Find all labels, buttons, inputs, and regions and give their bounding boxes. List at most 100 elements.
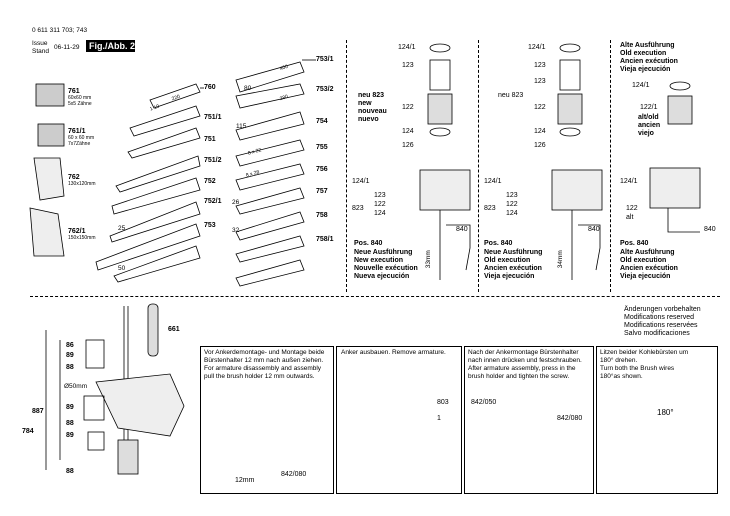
callout-88: 88 [66,468,74,475]
instruction-line: Vor Ankerdemontage- und Montage beide [204,349,325,356]
dim-label: 80 [244,85,252,92]
callout: 126 [534,142,546,149]
callout: 122 [402,104,414,111]
callout: alt [626,214,634,221]
item-761-desc2: 5x5 Zähne [68,101,92,107]
callout: 122/1 [640,104,658,111]
issue-label: Issue [32,40,48,47]
item-761-desc1: 60x60 mm [68,95,92,101]
old-title: Vieja ejecución [620,66,671,73]
label-842-080: 842/080 [281,471,307,478]
item-761-1-number: 761/1 [68,128,86,135]
callout: 124 [402,128,414,135]
panel-line: Vieja ejecución [484,273,535,280]
callout: 122 [534,104,546,111]
callout: nouveau [358,108,387,115]
panel-line: Neue Ausführung [484,249,543,256]
callout: 840 [588,226,600,233]
label-842-080: 842/080 [557,415,583,422]
callout: nuevo [358,116,379,123]
panel-line: Old execution [620,257,667,264]
label-803: 803 [437,399,449,406]
stand-label: Stand [32,48,49,55]
callout: 124/1 [620,178,638,185]
callout: alt/old [638,114,659,121]
callout-88: 88 [66,364,74,371]
dim-label: 50 [118,265,126,272]
callout-86: 86 [66,342,74,349]
chisel-757: 757 [316,188,328,195]
instruction-line: pull the brush holder 12 mm outwards. [204,373,315,380]
callout: 122 [506,201,518,208]
instruction-line: Nach der Ankermontage Bürstenhalter [468,349,579,356]
instruction-line: Litzen beider Kohlebürsten um [600,349,689,356]
callout-887: 887 [32,408,44,415]
callout-661: 661 [168,326,180,333]
item-762-1-number: 762/1 [68,228,86,235]
chisel-758-1: 758/1 [316,236,334,243]
callout: ancien [638,122,661,129]
separator [30,296,720,297]
item-762-1-desc1: 150x150mm [68,235,96,241]
instruction-line: For armature disassembly and assembly [204,365,322,372]
old-title: Ancien exécution [620,58,678,65]
old-title: Alte Ausführung [620,42,675,49]
callout: 124/1 [528,44,546,51]
callout: 123 [374,192,386,199]
callout: 124/1 [352,178,370,185]
callout: 124/1 [484,178,502,185]
chisel-752: 752 [204,178,216,185]
panel-title: Pos. 840 [354,240,383,247]
separator [346,40,347,292]
chisel-752-1: 752/1 [204,198,222,205]
separator [610,40,611,292]
label-842-050: 842/050 [471,399,497,406]
old-title: Old execution [620,50,667,57]
dim-label: 32 [232,227,240,234]
label-180-deg: 180° [657,408,674,417]
separator [478,40,479,292]
instruction-box-1: Vor Ankerdemontage- und Montage beide Bü… [200,346,334,494]
callout: 124 [534,128,546,135]
notice-line: Modifications reservées [624,322,698,329]
instruction-box-3: Nach der Ankermontage Bürstenhalter nach… [464,346,594,494]
callout: neu 823 [498,92,524,99]
instruction-box-4: Litzen beider Kohlebürsten um 180° drehe… [596,346,718,494]
dim-34mm: 34mm [556,250,564,269]
notice-line: Salvo modificaciones [624,330,690,337]
instruction-box-2: Anker ausbauen. Remove armature. 803 1 [336,346,462,494]
callout: 124 [506,210,518,217]
callout: 123 [534,62,546,69]
callout: 124 [374,210,386,217]
chisel-754: 754 [316,118,328,125]
notice-line: Modifications reserved [624,314,695,321]
label-1: 1 [437,415,441,422]
callout-784: 784 [22,428,34,435]
callout: 124/1 [398,44,416,51]
instruction-line: Bürstenhalter 12 mm nach außen ziehen. [204,357,324,364]
panel-title: Pos. 840 [620,240,649,247]
callout: new [358,100,372,107]
panel-line: Ancien exécution [484,265,542,272]
dim-label: 115 [236,123,247,130]
issue-date: 06-11-29 [54,44,80,51]
label-12mm: 12mm [235,477,255,484]
chisel-758: 758 [316,212,328,219]
callout: neu 823 [358,92,385,99]
callout: 124/1 [632,82,650,89]
item-762-desc1: 130x120mm [68,181,96,187]
callout: viejo [638,130,654,137]
instruction-line: 180° drehen. [600,357,638,364]
callout: 122 [374,201,386,208]
notice-line: Änderungen vorbehalten [624,306,701,313]
panel-line: Alte Ausführung [620,249,675,256]
callout: 823 [352,205,364,212]
instruction-line: 180°as shown. [600,373,643,380]
callout-89: 89 [66,404,74,411]
panel-line: Nouvelle exécution [354,265,418,272]
callout: 123 [506,192,518,199]
part-numbers: 0 611 311 703; 743 [32,27,88,34]
chisel-760: 760 [204,84,216,91]
chisel-751: 751 [204,136,216,143]
dim-label: 26 [232,199,240,206]
